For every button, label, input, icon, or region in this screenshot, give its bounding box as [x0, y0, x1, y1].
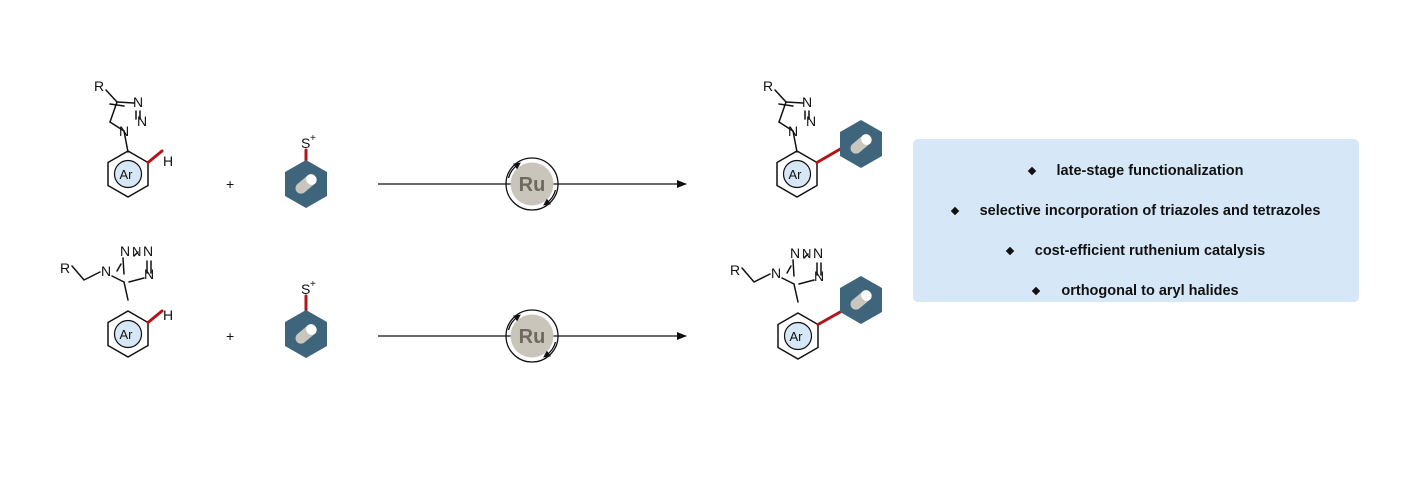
- arene-hexagon-icon: [285, 160, 327, 208]
- tetrazole-substrate: N N N N N R H Ar: [60, 243, 173, 358]
- feature-text: late-stage functionalization: [1056, 163, 1244, 179]
- triazole-product: R N N N Ar: [763, 78, 882, 198]
- nitrogen-label: N: [771, 265, 781, 281]
- plus-sign: +: [226, 328, 234, 344]
- nitrogen-label: N: [120, 243, 130, 259]
- sulfonium-reagent: S +: [285, 133, 327, 208]
- feature-text: orthogonal to aryl halides: [1061, 283, 1239, 299]
- aryl-label: Ar: [120, 167, 134, 182]
- plus-sign: +: [226, 176, 234, 192]
- diamond-bullet-icon: [1032, 286, 1041, 296]
- arene-hexagon-icon: [840, 120, 882, 168]
- r-group-label: R: [60, 260, 70, 276]
- catalyst-label: Ru: [519, 326, 546, 348]
- sulfonium-label: S: [301, 135, 310, 151]
- aryl-label: Ar: [120, 327, 134, 342]
- feature-item: orthogonal to aryl halides: [913, 271, 1359, 311]
- feature-text: selective incorporation of triazoles and…: [979, 203, 1321, 219]
- nitrogen-label: N: [802, 94, 812, 110]
- feature-item: late-stage functionalization: [913, 151, 1359, 191]
- feature-text: cost-efficient ruthenium catalysis: [1034, 243, 1266, 259]
- sulfonium-label: S: [301, 281, 310, 297]
- triazole-substrate: R N N N H Ar: [94, 78, 173, 198]
- r-group-label: R: [94, 78, 104, 94]
- sulfonium-charge: +: [310, 133, 316, 144]
- nitrogen-label: N: [133, 94, 143, 110]
- sulfonium-reagent: S +: [285, 279, 327, 358]
- nitrogen-label: N: [137, 113, 147, 129]
- features-panel: late-stage functionalization selective i…: [913, 139, 1359, 302]
- arene-hexagon-icon: [840, 276, 882, 324]
- ruthenium-catalyst: Ru: [506, 310, 558, 362]
- diamond-bullet-icon: [1005, 246, 1015, 256]
- nitrogen-label: N: [101, 263, 111, 279]
- nitrogen-label: N: [144, 266, 154, 282]
- ruthenium-catalyst: Ru: [506, 158, 558, 210]
- sulfonium-charge: +: [310, 279, 316, 290]
- nitrogen-label: N: [806, 113, 816, 129]
- catalyst-label: Ru: [519, 174, 546, 196]
- nitrogen-label: N: [814, 268, 824, 284]
- hydrogen-label: H: [163, 307, 173, 323]
- feature-item: cost-efficient ruthenium catalysis: [913, 231, 1359, 271]
- nitrogen-label: N: [788, 123, 798, 139]
- nitrogen-label: N: [119, 123, 129, 139]
- tetrazole-product: N N N N N R Ar: [730, 245, 882, 360]
- hydrogen-label: H: [163, 153, 173, 169]
- nitrogen-label: N: [802, 246, 811, 261]
- diamond-bullet-icon: [1027, 166, 1036, 176]
- nitrogen-label: N: [813, 245, 823, 261]
- diamond-bullet-icon: [950, 206, 959, 216]
- nitrogen-label: N: [790, 245, 800, 261]
- nitrogen-label: N: [132, 244, 141, 259]
- arene-hexagon-icon: [285, 310, 327, 358]
- aryl-label: Ar: [790, 329, 804, 344]
- r-group-label: R: [730, 262, 740, 278]
- aryl-label: Ar: [789, 167, 803, 182]
- feature-item: selective incorporation of triazoles and…: [913, 191, 1359, 231]
- nitrogen-label: N: [143, 243, 153, 259]
- r-group-label: R: [763, 78, 773, 94]
